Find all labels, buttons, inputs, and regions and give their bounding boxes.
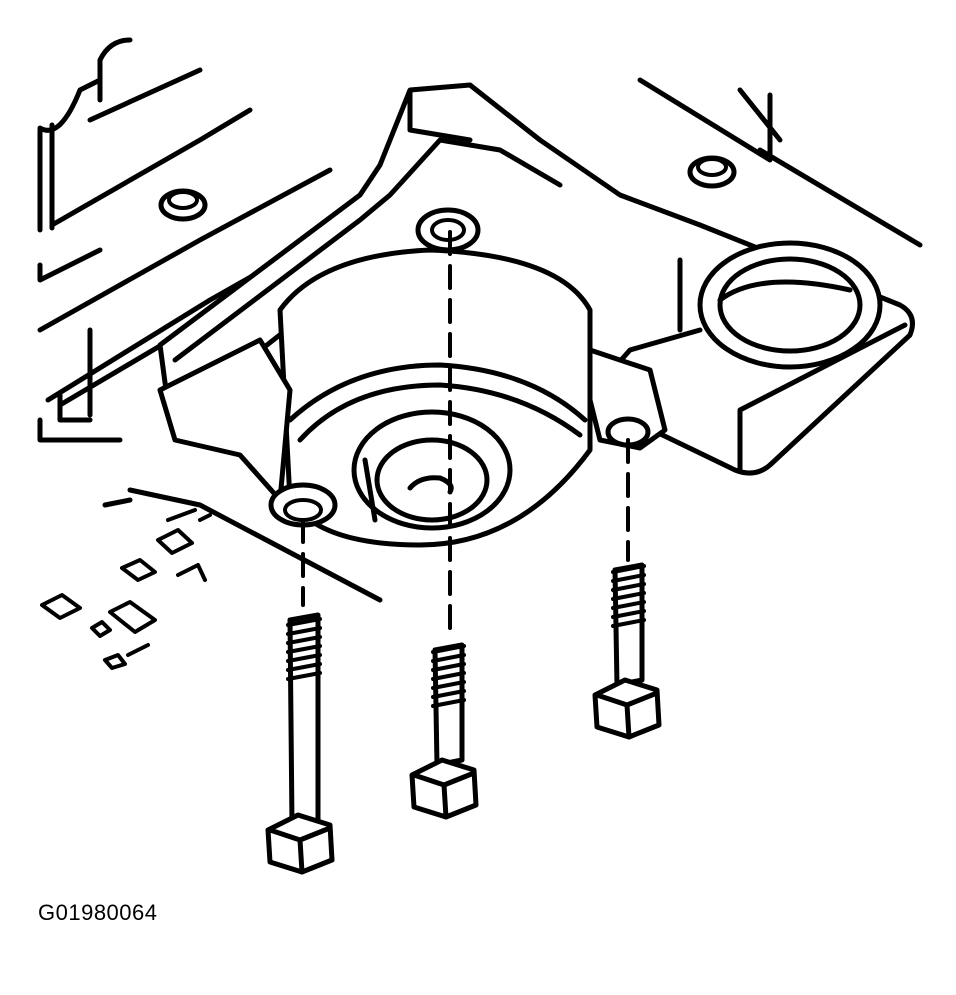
- case-boss-left: [158, 188, 208, 222]
- case-boss-right: [687, 155, 737, 189]
- bolt-short: [592, 562, 662, 740]
- solenoid-assembly: [277, 247, 593, 548]
- transmission-case-background: [37, 37, 923, 603]
- fluid-port: [677, 240, 883, 370]
- alignment-lines: [301, 230, 630, 642]
- casting-marks: [40, 508, 212, 670]
- mounting-ear-left: [157, 337, 338, 528]
- bolt-long: [265, 612, 335, 875]
- mounting-ear-right: [587, 347, 668, 451]
- bolt-medium: [409, 642, 479, 820]
- figure-id-label: G01980064: [38, 900, 158, 925]
